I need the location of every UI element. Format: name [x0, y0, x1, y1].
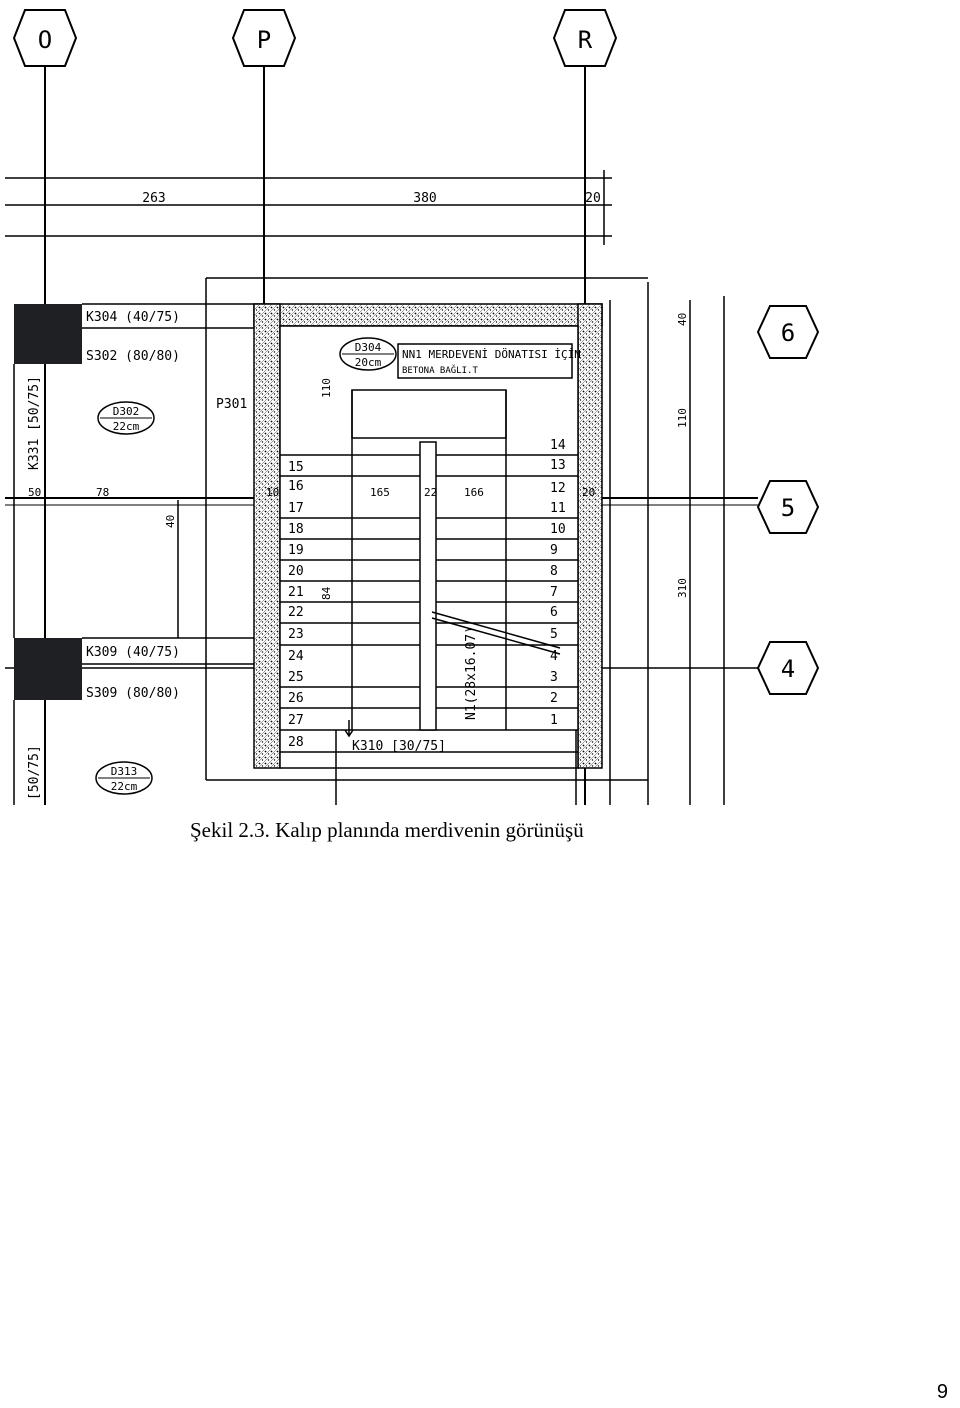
beam-k310-label: K310 [30/75] [352, 739, 446, 754]
dim-side-5: 310 [676, 578, 689, 598]
dim-side-2: 110 [676, 408, 689, 428]
figure-caption: Şekil 2.3. Kalıp planında merdivenin gör… [190, 818, 584, 842]
direction-arrow [344, 720, 354, 738]
dim-side-6: 110 [320, 378, 333, 398]
step-3: 3 [550, 670, 558, 685]
step-25: 25 [288, 670, 304, 685]
top-dimensions [5, 170, 612, 245]
column-s302-label: S302 (80/80) [86, 349, 180, 364]
dim-mid-5: 166 [464, 486, 484, 499]
step-19: 19 [288, 543, 304, 558]
step-9: 9 [550, 543, 558, 558]
axis-p: P [231, 9, 297, 310]
stair-stringer [419, 441, 437, 731]
dim-side-1: 40 [676, 313, 689, 326]
step-4: 4 [550, 649, 558, 664]
dim-top-3: 20 [585, 191, 601, 206]
dim-mid-6: 10 [266, 486, 279, 499]
slab-tag-d313: D313 22cm [95, 761, 153, 795]
note-line-1: NN1 MERDEVENİ DÖNATISI İÇİN [402, 348, 581, 361]
column-s309-label: S309 (80/80) [86, 686, 180, 701]
step-27: 27 [288, 713, 304, 728]
slab-tag-d304: D304 20cm [339, 337, 397, 371]
step-11: 11 [550, 501, 566, 516]
axis-6-label: 6 [781, 319, 795, 347]
axis-6: 6 [756, 305, 820, 359]
step-26: 26 [288, 691, 304, 706]
step-28: 28 [288, 735, 304, 750]
axis-o-label: O [38, 26, 52, 54]
slab-tag-d302: D302 22cm [97, 401, 155, 435]
page-number: 9 [936, 1381, 948, 1403]
dim-side-3: 40 [164, 515, 177, 528]
axis-5-bubble [756, 480, 820, 534]
beam-k331-label: K331 [50/75] [27, 376, 42, 470]
step-5: 5 [550, 627, 558, 642]
beam-lower-left-label: [50/75] [27, 745, 42, 800]
step-14: 14 [550, 438, 566, 453]
step-20: 20 [288, 564, 304, 579]
step-7: 7 [550, 585, 558, 600]
slab-d302-name: D302 [113, 405, 140, 418]
axis-5-label: 5 [781, 494, 795, 522]
dim-top-2: 380 [413, 191, 436, 206]
step-6: 6 [550, 605, 558, 620]
dim-mid-4: 22 [424, 486, 437, 499]
beam-lines [82, 277, 648, 781]
axis-r-label: R [578, 26, 593, 54]
beam-k309-label: K309 (40/75) [86, 645, 180, 660]
step-24: 24 [288, 649, 304, 664]
step-10: 10 [550, 522, 566, 537]
beam-k304-label: K304 (40/75) [86, 310, 180, 325]
slab-d302-thickness: 22cm [113, 420, 140, 433]
dim-mid-7: 20 [582, 486, 595, 499]
slab-d304-name: D304 [355, 341, 382, 354]
step-16: 16 [288, 479, 304, 494]
step-13: 13 [550, 458, 566, 473]
step-23: 23 [288, 627, 304, 642]
dim-mid-2: 78 [96, 486, 109, 499]
step-12: 12 [550, 481, 566, 496]
column-p301-label: P301 [216, 397, 247, 412]
slab-d304-thickness: 20cm [355, 356, 382, 369]
slab-d313-name: D313 [111, 765, 138, 778]
axis-o-bubble [12, 9, 78, 67]
right-dimensions [609, 282, 725, 805]
step-1: 1 [550, 713, 558, 728]
dim-side-4: 84 [320, 586, 333, 600]
column-s302 [14, 304, 82, 364]
column-s309 [14, 638, 82, 700]
formwork-plan-drawing: O P R 263 380 20 6 5 4 [5, 9, 820, 805]
axis-r-bubble [552, 9, 618, 67]
dim-top-1: 263 [142, 191, 165, 206]
step-18: 18 [288, 522, 304, 537]
axis-p-label: P [257, 26, 271, 54]
axis-4-label: 4 [781, 655, 795, 683]
step-21: 21 [288, 585, 304, 600]
step-15: 15 [288, 460, 304, 475]
note-box [397, 343, 573, 379]
note-line-2: BETONA BAĞLI.T [402, 364, 478, 376]
step-22: 22 [288, 605, 304, 620]
axis-6-bubble [756, 305, 820, 359]
dim-mid-1: 50 [28, 486, 41, 499]
step-2: 2 [550, 691, 558, 706]
step-17: 17 [288, 501, 304, 516]
dim-mid-3: 165 [370, 486, 390, 499]
step-8: 8 [550, 564, 558, 579]
axis-p-bubble [231, 9, 297, 67]
slab-d313-thickness: 22cm [111, 780, 138, 793]
stair-run-label: N1(28x16.07) [464, 626, 479, 720]
